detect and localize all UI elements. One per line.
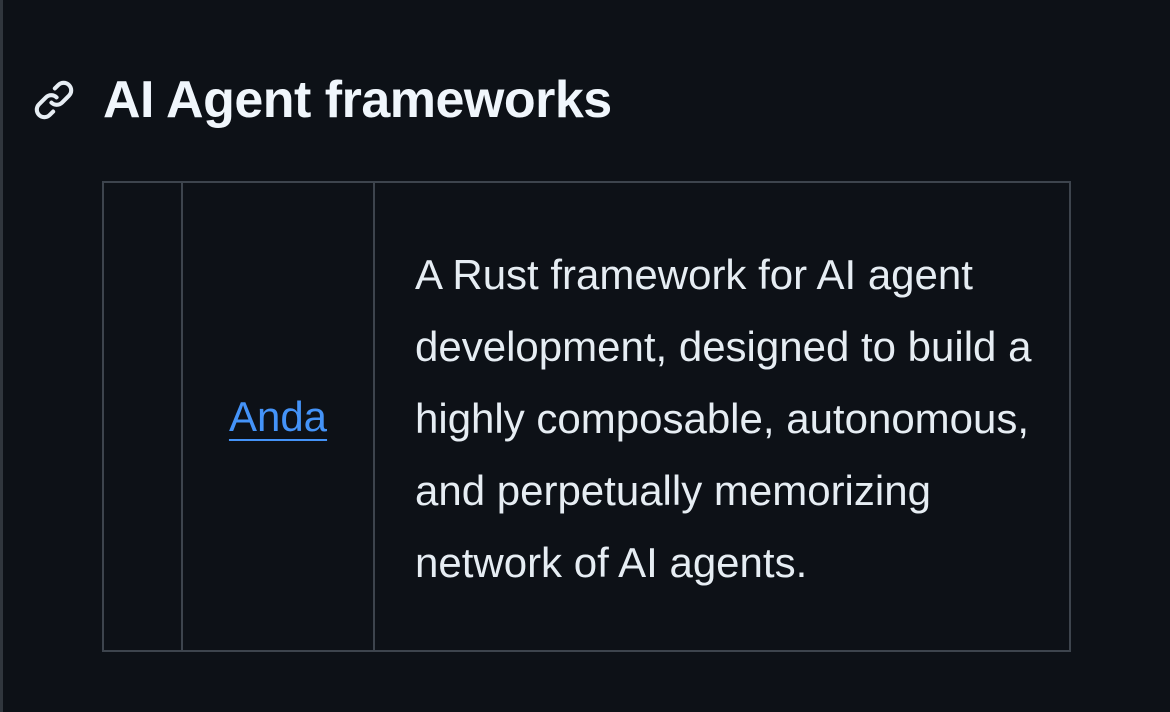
project-link-anda[interactable]: Anda (228, 392, 328, 440)
link-icon[interactable] (31, 77, 77, 123)
project-description: A Rust framework for AI agent developmen… (415, 250, 1032, 586)
table-row: Anda A Rust framework for AI agent devel… (102, 181, 1071, 652)
row-index-cell (102, 181, 183, 652)
frameworks-table: Anda A Rust framework for AI agent devel… (102, 181, 1071, 652)
project-description-cell: A Rust framework for AI agent developmen… (373, 181, 1071, 652)
section-title: AI Agent frameworks (103, 71, 612, 129)
section-heading: AI Agent frameworks (31, 64, 612, 136)
project-name-cell: Anda (181, 181, 375, 652)
